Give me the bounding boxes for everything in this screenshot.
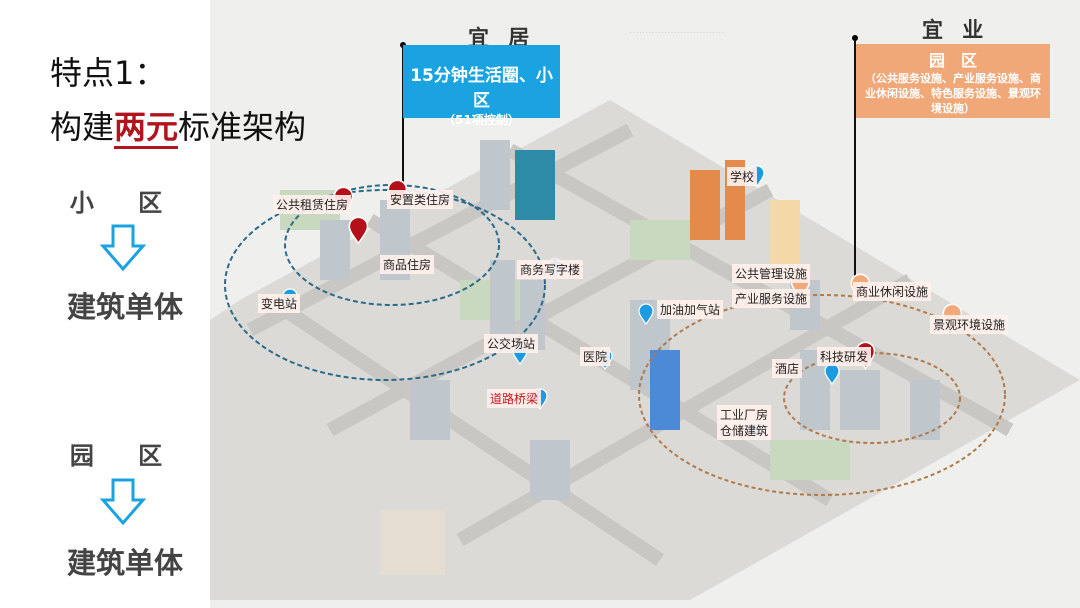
map-pin-icon [348,216,368,245]
label-commercial-leisure: 商业休闲设施 [853,282,932,301]
work-box: 园 区 （公共服务设施、产业服务设施、商业休闲设施、特色服务设施、景观环境设施） [856,44,1050,118]
label-roads-bridges: 道路桥梁 [487,389,542,408]
arrow-down-icon [100,224,146,272]
label-warehouse: 仓储建筑 [717,421,772,440]
label-gas-station: 加油加气站 [657,300,724,319]
subtitle-highlight: 两元 [114,108,179,149]
building-unit-2: 建筑单体 [66,546,183,580]
building-unit-1: 建筑单体 [66,290,183,324]
label-landscape: 景观环境设施 [930,315,1009,334]
label-hospital: 医院 [580,347,611,366]
label-tech-rd: 科技研发 [817,347,872,366]
livable-box: 15分钟生活圈、小区 （51项控制） [403,45,560,127]
map-illustration [210,35,1080,600]
label-bus-station: 公交场站 [484,334,539,353]
label-factory: 工业厂房 [717,405,772,424]
livable-box-title: 15分钟生活圈、小区 [410,66,553,111]
map-pin-icon [638,303,654,325]
livable-box-sub: （51项控制） [443,113,520,127]
label-substation: 变电站 [258,294,301,313]
label-industry-service: 产业服务设施 [732,289,811,308]
label-resettlement: 安置类住房 [387,190,454,209]
label-school: 学校 [727,167,758,186]
slide-subtitle: 构建两元标准架构 [50,102,307,149]
work-header: 宜 业 [922,18,990,42]
label-commercial-housing: 商品住房 [380,255,435,274]
park-ellipses [638,294,1006,496]
city-map: · · · · · · · · · · · · · · · · · · · · … [210,0,1080,608]
slide-title: 特点1： [50,54,167,92]
section-community: 小 区 [69,189,181,217]
map-pin-icon [824,363,840,385]
subtitle-suffix: 标准架构 [178,108,307,146]
work-box-sub: （公共服务设施、产业服务设施、商业休闲设施、特色服务设施、景观环境设施） [865,72,1041,115]
section-park: 园 区 [69,442,181,470]
subtitle-prefix: 构建 [50,108,115,146]
label-hotel: 酒店 [772,359,803,378]
arrow-down-icon [100,478,146,526]
label-public-admin: 公共管理设施 [732,264,811,283]
label-public-rental: 公共租赁住房 [273,195,352,214]
work-box-title: 园 区 [928,51,977,70]
label-office: 商务写字楼 [517,260,584,279]
